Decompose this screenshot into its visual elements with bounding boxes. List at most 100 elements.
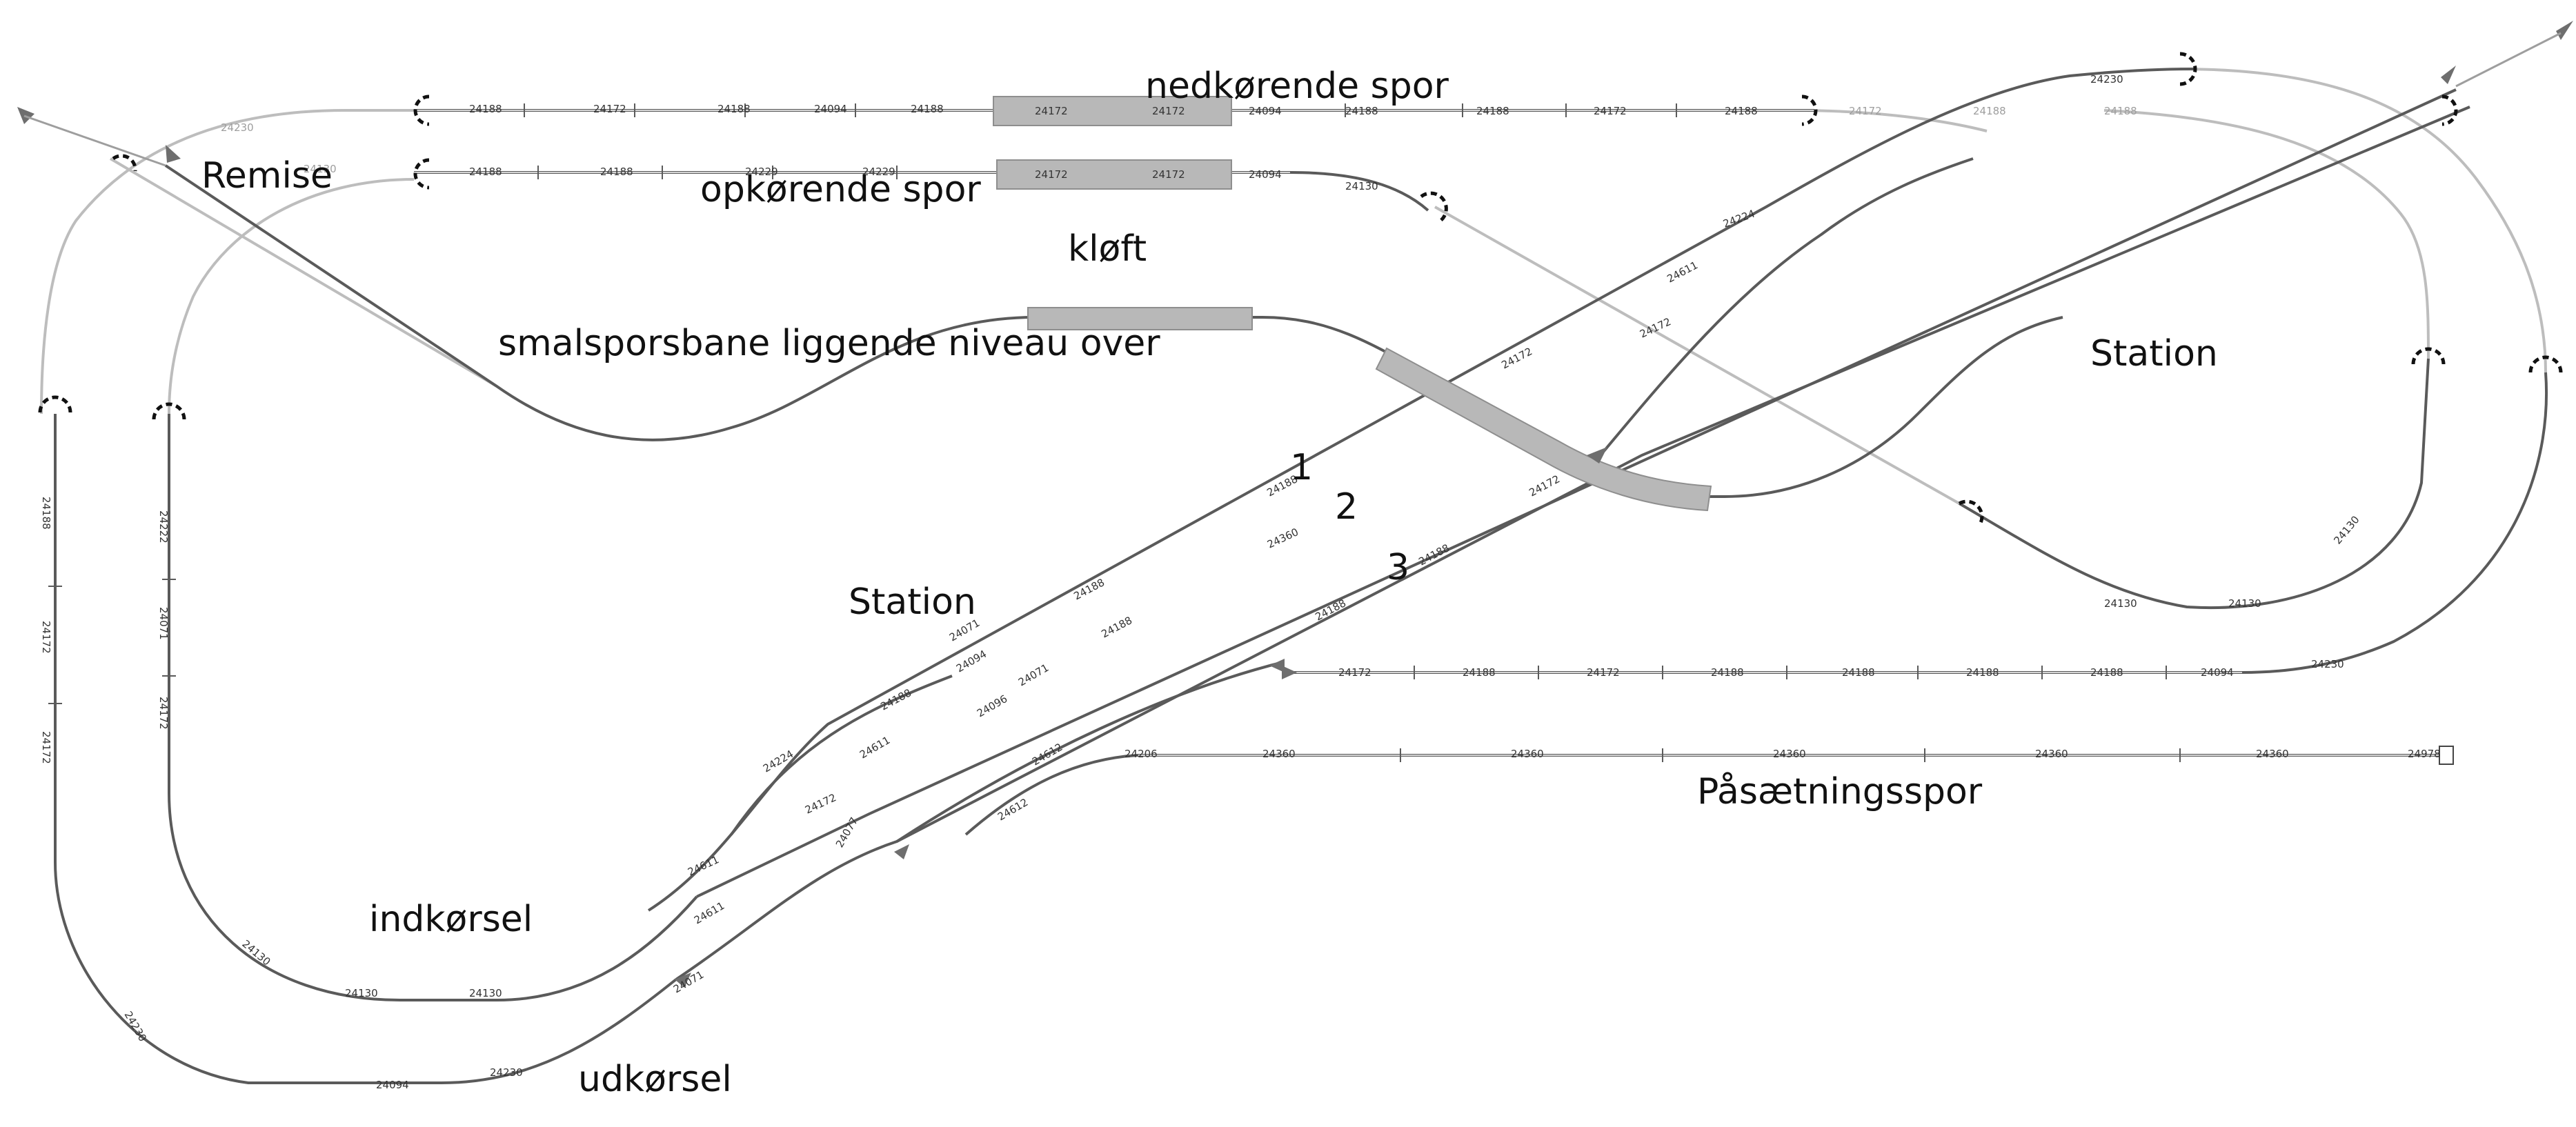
track-pasaetning bbox=[964, 754, 2442, 836]
buffer-upper-right-1 bbox=[2179, 52, 2197, 86]
code: 24071 bbox=[157, 607, 170, 640]
buffer-top-left bbox=[413, 94, 430, 126]
buffer-left-outer bbox=[38, 395, 72, 413]
code: 24172 bbox=[1035, 105, 1068, 117]
code: 24611 bbox=[1665, 259, 1700, 285]
code: 24188 bbox=[469, 103, 502, 115]
code: 24360 bbox=[1265, 526, 1300, 550]
code: 24172 bbox=[1594, 105, 1627, 117]
code: 24188 bbox=[1099, 614, 1134, 640]
code: 24172 bbox=[1638, 315, 1673, 340]
arrow-remise bbox=[166, 145, 181, 163]
buffer-left-inner bbox=[152, 402, 186, 420]
track-station-right bbox=[895, 661, 1284, 843]
code: 24230 bbox=[490, 1066, 523, 1079]
code: 24188 bbox=[1345, 105, 1378, 117]
arrow-top-right bbox=[2556, 21, 2573, 40]
track-opkorende bbox=[414, 171, 1429, 212]
code: 24172 bbox=[1587, 666, 1620, 679]
track-left-outer bbox=[54, 414, 677, 1084]
buffer-second-right bbox=[1420, 191, 1448, 222]
arrow-lower-track bbox=[1282, 666, 1297, 679]
code: 24230 bbox=[2090, 73, 2123, 86]
bridge-diagonal bbox=[1375, 347, 1712, 512]
arrow-station-cross bbox=[1587, 447, 1607, 463]
buffer-remise bbox=[112, 154, 137, 172]
label-station-left: Station bbox=[849, 581, 976, 623]
code: 24222 bbox=[157, 510, 170, 543]
code: 24978 bbox=[2408, 748, 2441, 760]
bridge-smalspor bbox=[1027, 307, 1253, 330]
code: 24130 bbox=[2104, 597, 2137, 610]
track-diagonal-3 bbox=[675, 106, 2470, 981]
code: 24188 bbox=[600, 166, 633, 178]
code: 24360 bbox=[2256, 748, 2289, 760]
buffer-right-loop bbox=[1958, 499, 1984, 526]
code: 24229 bbox=[862, 166, 895, 178]
arrow-station-left bbox=[894, 844, 909, 859]
track-right-loop bbox=[1958, 358, 2430, 609]
code: 24094 bbox=[1249, 105, 1282, 117]
main-track-layer bbox=[54, 68, 2548, 1084]
code-faded: 24130 bbox=[304, 163, 337, 175]
code: 24130 bbox=[2228, 597, 2261, 610]
code: 24094 bbox=[376, 1079, 409, 1091]
code: 24094 bbox=[2201, 666, 2234, 679]
buffer-right-inner bbox=[2411, 347, 2446, 365]
code: 24230 bbox=[2311, 658, 2344, 670]
label-opkorende: opkørende spor bbox=[700, 169, 981, 210]
buffers bbox=[38, 52, 2563, 526]
code: 24188 bbox=[717, 103, 751, 115]
code: 24172 bbox=[157, 697, 170, 730]
code: 24188 bbox=[1463, 666, 1496, 679]
arrow-udkorsel bbox=[675, 973, 691, 988]
code: 24071 bbox=[1016, 661, 1051, 688]
buffer-second-left bbox=[413, 158, 430, 190]
code: 24188 bbox=[1842, 666, 1875, 679]
code: 24224 bbox=[761, 748, 795, 775]
code: 24611 bbox=[858, 734, 892, 761]
buffer-top-right bbox=[1801, 94, 1818, 126]
label-remise: Remise bbox=[201, 155, 333, 197]
code: 24360 bbox=[1262, 748, 1296, 760]
code: 24188 bbox=[1725, 105, 1758, 117]
label-track-2: 2 bbox=[1335, 486, 1358, 528]
label-track-3: 3 bbox=[1387, 547, 1409, 588]
code-faded: 24172 bbox=[1849, 105, 1882, 117]
label-station-right: Station bbox=[2090, 333, 2218, 375]
segment-marks bbox=[48, 103, 2181, 762]
code: 24094 bbox=[1249, 168, 1282, 181]
code: 24172 bbox=[1152, 105, 1185, 117]
label-pasaetning: Påsætningsspor bbox=[1697, 771, 1983, 812]
label-track-1: 1 bbox=[1290, 447, 1313, 488]
code-faded: 24188 bbox=[1973, 105, 2006, 117]
code: 24172 bbox=[593, 103, 626, 115]
direction-arrows bbox=[17, 21, 2573, 988]
code: 24188 bbox=[878, 686, 913, 712]
code: 24188 bbox=[1476, 105, 1509, 117]
code: 24188 bbox=[469, 166, 502, 178]
label-kloft: kløft bbox=[1068, 228, 1147, 270]
code: 24077 bbox=[833, 815, 860, 850]
code: 24188 bbox=[2090, 666, 2123, 679]
code: 24360 bbox=[1773, 748, 1806, 760]
label-indkorsel: indkørsel bbox=[369, 899, 533, 940]
code: 24188 bbox=[40, 497, 52, 530]
code: 24172 bbox=[1035, 168, 1068, 181]
code: 24172 bbox=[1499, 345, 1534, 371]
code: 24094 bbox=[814, 103, 847, 115]
code: 24188 bbox=[1711, 666, 1744, 679]
code: 24172 bbox=[40, 731, 52, 764]
track-right-outer bbox=[1290, 372, 2548, 674]
code: 24188 bbox=[1313, 597, 1348, 623]
code: 24229 bbox=[745, 166, 778, 178]
code: 24130 bbox=[2331, 513, 2361, 546]
code: 24172 bbox=[803, 791, 838, 816]
code: 24611 bbox=[686, 853, 721, 878]
code: 24611 bbox=[692, 899, 726, 926]
code: 24130 bbox=[469, 987, 502, 999]
code: 24130 bbox=[1345, 180, 1378, 192]
code: 24172 bbox=[40, 621, 52, 654]
track-crossover-lower bbox=[730, 675, 953, 836]
code: 24360 bbox=[1511, 748, 1544, 760]
